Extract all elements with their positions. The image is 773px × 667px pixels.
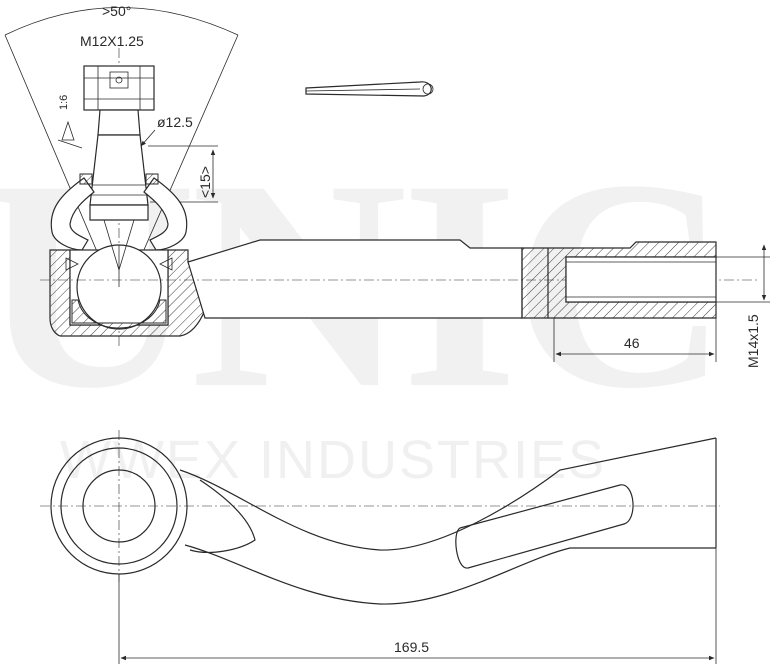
taper-length-label: <15> <box>197 166 213 198</box>
taper-symbol <box>61 120 75 141</box>
overall-length-label: 169.5 <box>394 639 429 655</box>
arm-upper-edge <box>179 437 717 551</box>
stud-neck <box>89 204 149 221</box>
dust-boot-right <box>143 177 188 251</box>
ball-line <box>118 219 135 271</box>
threaded-bore <box>565 256 717 303</box>
dust-boot-left <box>50 177 95 251</box>
pin-hole-circle <box>115 76 123 84</box>
stud-diameter-label: ø12.5 <box>157 114 193 130</box>
seal-right <box>159 257 173 271</box>
arm-lower-edge <box>184 544 716 605</box>
ball-line <box>103 219 120 271</box>
seal-left <box>65 257 79 271</box>
watermark-company: WWEX INDUSTRIES <box>60 430 606 490</box>
thread-size-label: M14x1.5 <box>745 314 761 368</box>
top-plan-view: 169.5 <box>40 430 720 664</box>
side-section-view: >50° M12X1.25 ø12.5 <15> 1:6 <box>4 3 770 368</box>
flat-slot <box>455 484 634 569</box>
taper-ratio-label: 1:6 <box>58 95 70 110</box>
arm-web <box>189 479 256 553</box>
boot-clamp-left <box>79 173 93 185</box>
cone-angle-label: >50° <box>102 3 131 19</box>
taper-leader <box>57 139 83 149</box>
stud-taper <box>89 134 149 206</box>
cotter-pin <box>305 81 434 97</box>
cone-ray-right <box>135 34 239 269</box>
arm-body <box>187 239 523 319</box>
cone-angle-arc <box>4 7 239 36</box>
stud-diameter-leader <box>140 129 156 147</box>
thread-length-label: 46 <box>624 335 640 351</box>
thread-top-label: M12X1.25 <box>80 33 144 49</box>
nut-pin-hole <box>109 71 129 89</box>
stud-thread <box>97 109 141 136</box>
cone-ray-left <box>4 34 105 269</box>
boot-clamp-right <box>145 173 159 185</box>
bearing-seat <box>71 299 167 329</box>
threaded-bore-section <box>521 241 717 319</box>
